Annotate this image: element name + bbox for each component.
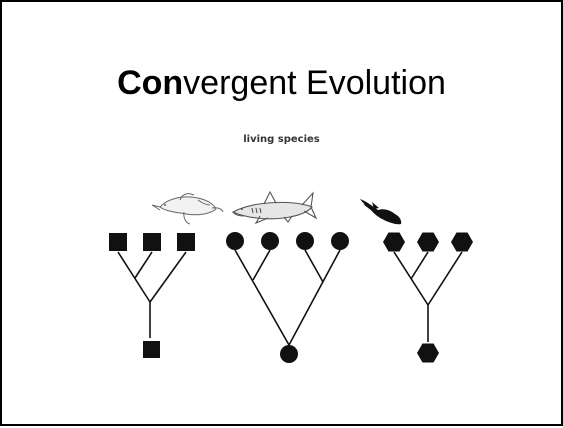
- hexagon-ancestor: [417, 343, 439, 363]
- square-tree-branches: [117, 251, 187, 338]
- square-species-3: [177, 233, 195, 251]
- slide-title: Convergent Evolution: [2, 64, 561, 103]
- title-rest-part: vergent Evolution: [183, 64, 446, 102]
- hexagon-species-1: [383, 232, 405, 252]
- circle-species-4: [331, 232, 349, 250]
- square-species-2: [143, 233, 161, 251]
- penguin-icon: [151, 193, 224, 225]
- circle-species-1: [226, 232, 244, 250]
- living-species-label: living species: [243, 134, 320, 145]
- bird-icon: [360, 199, 402, 225]
- circle-tree: [226, 232, 349, 363]
- shark-icon: [231, 190, 318, 225]
- title-bold-part: Con: [117, 64, 184, 102]
- square-ancestor: [143, 341, 160, 358]
- square-tree: [109, 233, 195, 358]
- square-species-1: [109, 233, 127, 251]
- hexagon-tree: [383, 232, 473, 363]
- circle-species-3: [296, 232, 314, 250]
- circle-species-2: [261, 232, 279, 250]
- circle-tree-branches: [234, 249, 341, 346]
- hexagon-tree-branches: [393, 251, 463, 342]
- hexagon-species-3: [451, 232, 473, 252]
- circle-ancestor: [280, 345, 298, 363]
- hexagon-species-2: [417, 232, 439, 252]
